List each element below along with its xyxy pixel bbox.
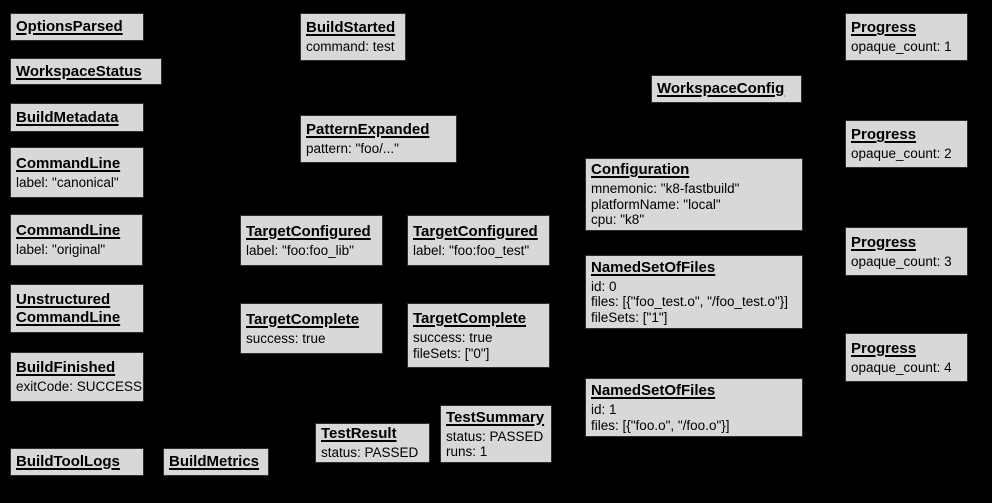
node-test-result: TestResult status: PASSED [315,423,430,463]
node-title: Progress [851,233,917,251]
node-options-parsed: OptionsParsed [10,13,144,41]
node-title: TargetConfigured [413,222,538,240]
node-title: Progress [851,19,917,37]
node-body: success: true fileSets: ["0"] [413,330,493,361]
node-build-tool-logs: BuildToolLogs [10,448,144,476]
node-workspace-config: WorkspaceConfig [651,75,802,103]
node-progress-3: Progress opaque_count: 3 [845,227,968,276]
node-title: TargetComplete [413,310,527,327]
node-target-configured-foo-test: TargetConfigured label: "foo:foo_test" [407,215,550,266]
node-title: Progress [851,126,917,144]
node-build-finished: BuildFinished exitCode: SUCCESS [10,352,144,402]
node-body: opaque_count: 2 [851,146,952,162]
node-body: success: true [246,330,326,346]
node-command-line-original: CommandLine label: "original" [10,214,143,266]
node-title: Configuration [591,161,690,179]
node-title: WorkspaceConfig [657,80,785,97]
node-title: WorkspaceStatus [16,62,142,80]
node-title: NamedSetOfFiles [591,258,716,276]
node-title: BuildMetadata [16,108,119,126]
node-build-started: BuildStarted command: test [300,13,406,61]
node-body: opaque_count: 1 [851,39,952,55]
node-named-set-of-files-1: NamedSetOfFiles id: 1 files: [{"foo.o", … [585,378,803,437]
node-title: TestSummary [446,408,545,426]
node-named-set-of-files-0: NamedSetOfFiles id: 0 files: [{"foo_test… [585,255,803,329]
node-title: CommandLine [16,222,121,240]
node-title: CommandLine [16,154,121,172]
node-target-complete-foo-test: TargetComplete success: true fileSets: [… [407,303,550,368]
node-body: opaque_count: 4 [851,359,952,375]
node-body: label: "original" [16,242,106,258]
node-test-summary: TestSummary status: PASSED runs: 1 [440,405,552,463]
node-body: opaque_count: 3 [851,253,952,269]
node-title: BuildMetrics [169,453,260,470]
node-progress-4: Progress opaque_count: 4 [845,333,968,382]
node-title: TestResult [321,425,397,443]
node-title: OptionsParsed [16,18,123,35]
node-title: TargetConfigured [246,222,371,240]
node-body: label: "foo:foo_test" [413,242,530,258]
node-body: label: "foo:foo_lib" [246,242,354,258]
node-body: id: 1 files: [{"foo.o", "/foo.o"}] [591,402,730,433]
node-body: status: PASSED [321,445,419,461]
node-body: exitCode: SUCCESS [16,379,143,395]
node-body: label: "canonical" [16,174,119,190]
node-command-line-canonical: CommandLine label: "canonical" [10,147,144,198]
node-unstructured-command-line: Unstructured CommandLine [10,284,144,333]
node-title: Unstructured CommandLine [16,290,121,326]
node-target-configured-foo-lib: TargetConfigured label: "foo:foo_lib" [240,215,383,266]
node-body: id: 0 files: [{"foo_test.o", "/foo_test.… [591,278,789,325]
node-title: Progress [851,339,917,357]
node-title: BuildStarted [306,19,396,37]
node-title: BuildToolLogs [16,453,120,470]
node-target-complete-foo-lib: TargetComplete success: true [240,303,383,354]
node-body: mnemonic: "k8-fastbuild" platformName: "… [591,181,740,228]
node-body: command: test [306,39,395,55]
node-body: pattern: "foo/..." [306,141,399,157]
node-title: NamedSetOfFiles [591,382,716,399]
node-build-metadata: BuildMetadata [10,103,144,132]
node-workspace-status: WorkspaceStatus [10,58,162,85]
node-progress-1: Progress opaque_count: 1 [845,13,968,61]
node-title: PatternExpanded [306,121,430,139]
node-pattern-expanded: PatternExpanded pattern: "foo/..." [300,115,457,163]
node-title: BuildFinished [16,359,116,377]
node-body: status: PASSED runs: 1 [446,428,544,460]
node-title: TargetComplete [246,310,360,328]
node-progress-2: Progress opaque_count: 2 [845,120,968,168]
node-build-metrics: BuildMetrics [163,448,269,476]
node-configuration: Configuration mnemonic: "k8-fastbuild" p… [585,158,803,231]
